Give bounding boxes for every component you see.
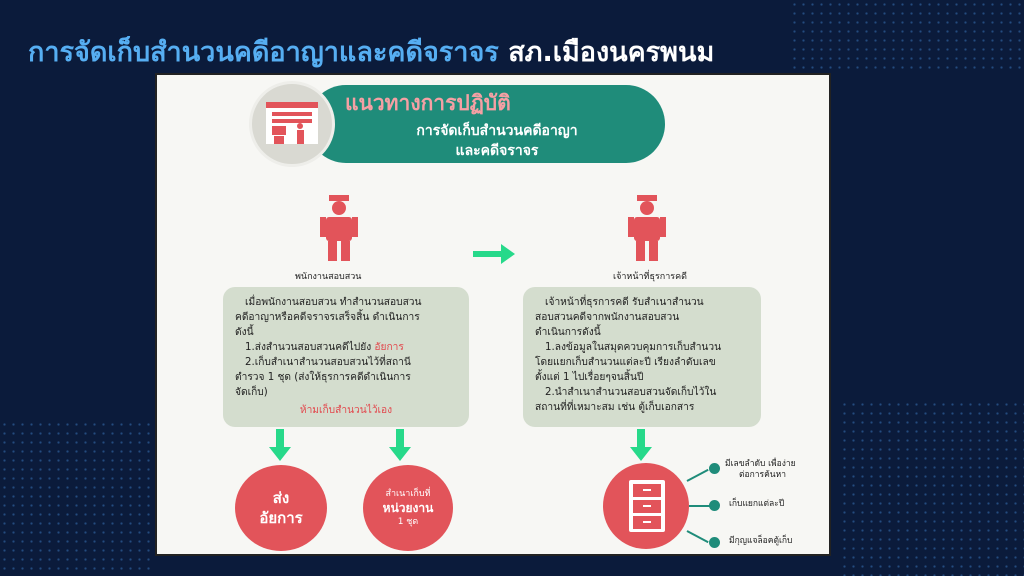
header-subtitle-line2: และคดีจราจร — [455, 143, 539, 159]
left-line-3: ดังนี้ — [235, 327, 254, 338]
clerk-steps-box: เจ้าหน้าที่ธุรการคดี รับสำเนาสำนวน สอบสว… — [523, 287, 761, 427]
left-step1-highlight: อัยการ — [374, 342, 404, 353]
right-line-7: 2.นำสำเนาสำนวนสอบสวนจัดเก็บไว้ใน — [545, 387, 717, 398]
right-line-1: เจ้าหน้าที่ธุรการคดี รับสำเนาสำนวน — [545, 297, 704, 308]
dot-pattern-bottom-left — [0, 420, 150, 576]
note-dot-1 — [709, 463, 720, 474]
right-line-3: ดำเนินการดังนี้ — [535, 327, 601, 338]
right-line-2: สอบสวนคดีจากพนักงานสอบสวน — [535, 312, 680, 323]
slide-title-station: สภ.เมืองนครพนม — [508, 37, 715, 68]
left-step1-text: 1.ส่งสำนวนสอบสวนคดีไปยัง — [245, 342, 372, 353]
right-line-6: ตั้งแต่ 1 ไปเรื่อยๆจนสิ้นปี — [535, 372, 644, 383]
right-line-4: 1.ลงข้อมูลในสมุดควบคุมการเก็บสำนวน — [545, 342, 722, 353]
warehouse-icon — [266, 102, 318, 144]
investigator-icon — [320, 195, 358, 261]
down-arrow-icon-1 — [269, 429, 291, 461]
unit-copy-line3: 1 ชุด — [397, 517, 419, 527]
note-by-year: เก็บแยกแต่ละปี — [729, 499, 785, 509]
left-line-6: ตำรวจ 1 ชุด (ส่งให้ธุรการคดีดำเนินการ — [235, 372, 411, 383]
header-title: แนวทางการปฏิบัติ — [345, 91, 511, 115]
note-locked: มีกุญแจล็อคตู้เก็บ — [729, 536, 793, 546]
left-line-2: คดีอาญาหรือคดีจราจรเสร็จสิ้น ดำเนินการ — [235, 312, 420, 323]
connector-2 — [689, 505, 711, 507]
header-subtitle: การจัดเก็บสำนวนคดีอาญา และคดีจราจร — [367, 121, 627, 161]
connector-3 — [686, 530, 709, 544]
investigator-steps-box: เมื่อพนักงานสอบสวน ทำสำนวนสอบสวน คดีอาญา… — [223, 287, 469, 427]
guideline-poster: แนวทางการปฏิบัติ การจัดเก็บสำนวนคดีอาญา … — [155, 73, 831, 556]
flow-arrow-right-icon — [473, 244, 515, 264]
header-banner — [307, 85, 665, 163]
note-dot-2 — [709, 500, 720, 511]
header-subtitle-line1: การจัดเก็บสำนวนคดีอาญา — [416, 123, 578, 139]
left-line-7: จัดเก็บ) — [235, 387, 268, 398]
investigator-label: พนักงานสอบสวน — [295, 272, 362, 282]
clerk-icon — [628, 195, 666, 261]
right-line-8: สถานที่ที่เหมาะสม เช่น ตู้เก็บเอกสาร — [535, 402, 695, 413]
left-warning: ห้ามเก็บสำนวนไว้เอง — [299, 405, 393, 416]
note-numbered-line1: มีเลขลำดับ เพื่อง่าย — [725, 459, 796, 469]
note-numbered-line2: ต่อการค้นหา — [739, 470, 786, 480]
send-prosecutor-circle: ส่ง อัยการ — [235, 465, 327, 551]
down-arrow-icon-3 — [630, 429, 652, 461]
dot-pattern-top-right — [790, 0, 1024, 70]
storage-icon-circle — [249, 81, 335, 167]
left-line-5: 2.เก็บสำเนาสำนวนสอบสวนไว้ที่สถานี — [245, 357, 411, 368]
send-prosecutor-line1: ส่ง — [272, 489, 290, 507]
left-line-4: 1.ส่งสำนวนสอบสวนคดีไปยัง อัยการ — [235, 340, 457, 355]
clerk-label: เจ้าหน้าที่ธุรการคดี — [613, 272, 688, 282]
send-prosecutor-line2: อัยการ — [259, 509, 303, 527]
unit-copy-circle: สำเนาเก็บที่ หน่วยงาน 1 ชุด — [363, 465, 453, 551]
connector-1 — [686, 468, 709, 482]
slide-title-main: การจัดเก็บสำนวนคดีอาญาและคดีจราจร — [28, 37, 499, 68]
right-line-5: โดยแยกเก็บสำนวนแต่ละปี เรียงลำดับเลข — [535, 357, 716, 368]
slide-title: การจัดเก็บสำนวนคดีอาญาและคดีจราจร สภ.เมื… — [28, 30, 714, 73]
down-arrow-icon-2 — [389, 429, 411, 461]
left-line-1: เมื่อพนักงานสอบสวน ทำสำนวนสอบสวน — [245, 297, 422, 308]
dot-pattern-bottom-right — [840, 400, 1024, 576]
note-numbered: มีเลขลำดับ เพื่อง่าย ต่อการค้นหา — [725, 459, 796, 481]
unit-copy-line1: สำเนาเก็บที่ — [385, 489, 431, 499]
unit-copy-line2: หน่วยงาน — [382, 501, 434, 515]
file-cabinet-icon — [629, 480, 665, 532]
note-dot-3 — [709, 537, 720, 548]
